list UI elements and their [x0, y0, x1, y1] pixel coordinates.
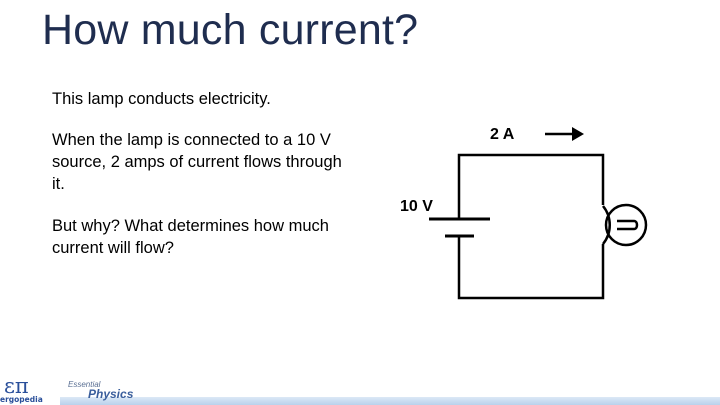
lamp-icon: [601, 203, 648, 247]
circuit-wire: [457, 153, 605, 300]
battery-icon: [429, 217, 490, 238]
footer-bar: [60, 397, 720, 405]
lamp-connection-text: When the lamp is connected to a 10 V sou…: [52, 131, 342, 193]
circuit-diagram: 2 A 10 V: [400, 126, 648, 300]
footer: επ ergopedia Essential Physics: [0, 376, 720, 405]
course-title-main: Physics: [88, 387, 134, 401]
course-title-top: Essential: [68, 380, 101, 389]
current-label: 2 A: [490, 126, 515, 143]
voltage-label: 10 V: [400, 198, 433, 215]
brand-name: ergopedia: [0, 395, 43, 404]
ergopedia-logo-icon: επ: [4, 374, 29, 398]
slide-title: How much current?: [42, 6, 419, 54]
intro-text: This lamp conducts electricity.: [52, 90, 271, 108]
question-text: But why? What determines how much curren…: [52, 217, 329, 257]
current-arrow-icon: [545, 127, 584, 141]
